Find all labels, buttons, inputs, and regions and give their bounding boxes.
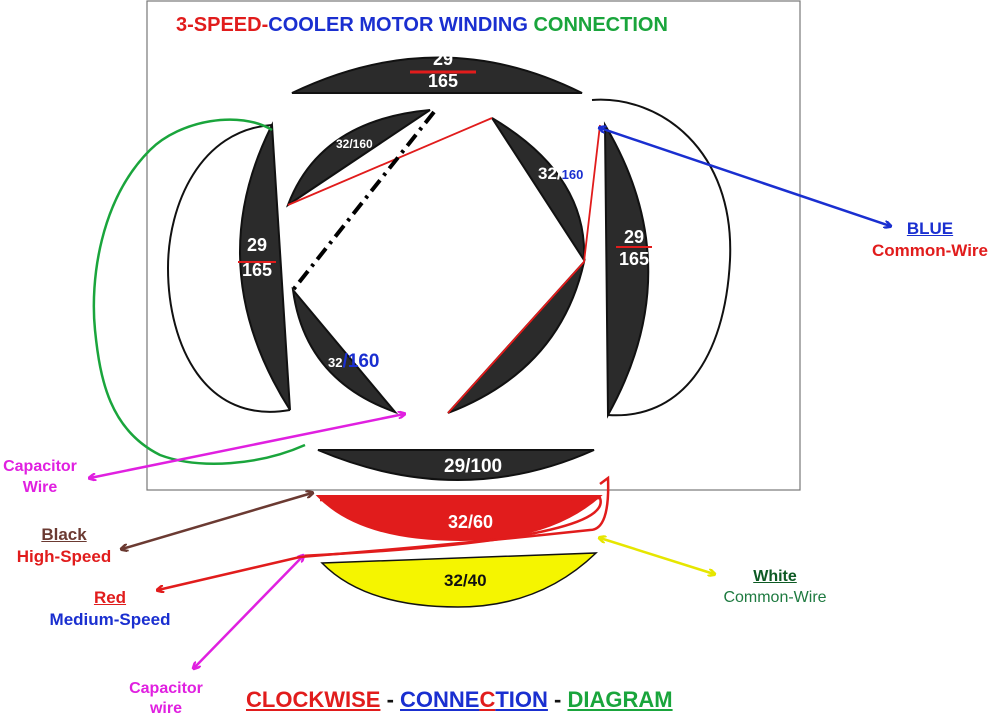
coil-top-label: 29 165	[420, 49, 466, 92]
coil-top	[291, 56, 583, 94]
capacitor-yellow-coil	[320, 552, 598, 608]
inner-coil-top-right-gauge: 160	[561, 167, 584, 182]
footer-sep-1: -	[380, 687, 401, 712]
left-overhang-loop	[166, 124, 291, 413]
coil-bottom-label: 29/100	[444, 456, 503, 477]
coil-top-turns: 29	[432, 49, 454, 69]
coil-left-turns: 29	[246, 235, 268, 255]
red-wire-name: Red	[93, 588, 127, 607]
title-part-3: CONNECTION	[533, 14, 668, 36]
white-wire-desc: Common-Wire	[723, 588, 827, 606]
title-part-2: COOLER MOTOR WINDING	[268, 14, 534, 36]
capacitor-wire-bottom-line1: Capacitor	[129, 680, 203, 697]
blue-arrow	[600, 128, 890, 226]
black-wire-arrow	[122, 493, 312, 549]
blue-wire-desc: Common-Wire	[871, 240, 988, 260]
white-wire-name: White	[753, 568, 797, 585]
coil-right-label: 29 165	[611, 227, 657, 270]
inner-coil-bottom-left-turns: 32	[328, 355, 343, 370]
capacitor-arrow-bottom	[194, 556, 303, 668]
diagram-title: 3-SPEED-COOLER MOTOR WINDING CONNECTION	[176, 14, 668, 36]
inner-coil-top-left-label: 32/160	[336, 137, 373, 151]
blue-wire-name: BLUE	[906, 219, 954, 238]
footer-part-4: TION	[495, 687, 548, 712]
blue-common-wire-label: BLUE Common-Wire	[860, 219, 1000, 260]
black-high-speed-label: Black High-Speed	[0, 525, 128, 566]
capacitor-wire-left-line2: Wire	[22, 478, 58, 496]
capacitor-red-coil	[315, 495, 603, 542]
capacitor-wire-bottom-line2: wire	[149, 699, 182, 717]
capacitor-arrow-left	[90, 414, 404, 478]
inner-coil-top-right-turns: 32/	[538, 164, 562, 183]
capacitor-yellow-label: 32/40	[444, 571, 487, 590]
black-wire-name: Black	[41, 525, 87, 544]
inner-coil-top-left	[285, 109, 431, 208]
coil-left	[239, 121, 291, 411]
footer-part-1: CLOCKWISE	[246, 687, 381, 712]
black-wire-desc: High-Speed	[16, 546, 112, 566]
capacitor-wire-left-line1: Capacitor	[3, 458, 77, 475]
coil-right-turns: 29	[623, 227, 645, 247]
red-wire-desc: Medium-Speed	[49, 609, 171, 629]
red-medium-speed-label: Red Medium-Speed	[40, 588, 180, 629]
right-overhang-loop	[591, 98, 732, 417]
footer-part-2: CONNE	[400, 687, 480, 712]
coil-left-label: 29 165	[234, 235, 280, 281]
title-part-1: 3-SPEED-	[176, 14, 269, 36]
diagram-footer: CLOCKWISE - CONNECTION - DIAGRAM	[246, 687, 673, 712]
capacitor-wire-bottom-label: Capacitor wire	[116, 680, 216, 717]
red-wire-arrow	[158, 475, 610, 590]
inner-coil-top-right	[491, 117, 586, 264]
footer-part-5: DIAGRAM	[567, 687, 673, 712]
inner-coil-bottom-left-gauge: /160	[342, 351, 380, 372]
capacitor-red-label: 32/60	[448, 512, 494, 532]
capacitor-wire-left-label: Capacitor Wire	[0, 458, 80, 496]
inner-coil-bottom-left-label: 32/160	[328, 351, 380, 373]
white-wire-arrow	[600, 538, 714, 574]
footer-sep-2: -	[547, 687, 568, 712]
coil-right-gauge: 165	[618, 248, 650, 269]
footer-part-3: C	[479, 687, 496, 712]
red-wire-inner	[287, 117, 493, 206]
inner-coil-top-right-label: 32/160	[538, 164, 584, 184]
inner-coil-bottom-left	[291, 286, 399, 415]
coil-left-gauge: 165	[241, 259, 273, 280]
coil-top-gauge: 165	[427, 70, 459, 91]
white-common-wire-label: White Common-Wire	[705, 568, 845, 606]
dash-dot-line	[291, 110, 436, 292]
